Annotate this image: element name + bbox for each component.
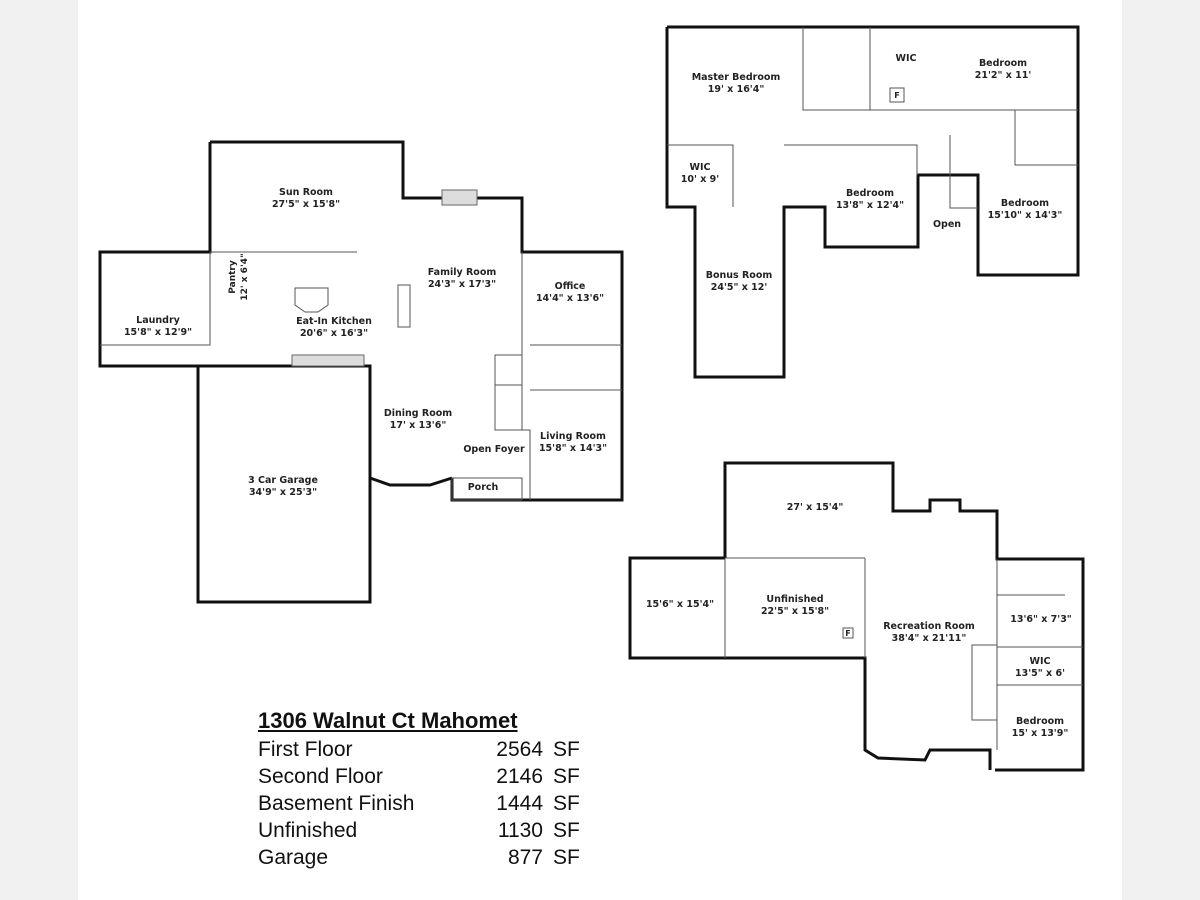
room-name: 3 Car Garage bbox=[248, 475, 318, 486]
summary-value: 877 bbox=[507, 846, 543, 869]
furnace-label: F bbox=[894, 91, 900, 100]
room-foyer: Open Foyer bbox=[463, 444, 524, 456]
summary-row: Garage 877 SF bbox=[258, 844, 580, 871]
summary-unit: SF bbox=[553, 846, 580, 869]
second-floor-walls bbox=[665, 25, 1080, 379]
summary-unit: SF bbox=[553, 792, 580, 815]
room-name: Bonus Room bbox=[705, 270, 773, 281]
room-name: Pantry bbox=[228, 260, 238, 294]
room-dim: 13'5" x 6' bbox=[1015, 668, 1065, 679]
room-name: Master Bedroom bbox=[691, 72, 781, 83]
room-name: Porch bbox=[467, 482, 499, 493]
furnace-label-basement: F bbox=[845, 629, 851, 638]
room-name: Bedroom bbox=[1000, 198, 1050, 209]
summary-value: 1444 bbox=[496, 792, 543, 815]
room-bath: 13'6" x 7'3" bbox=[1010, 614, 1072, 626]
property-title: 1306 Walnut Ct Mahomet bbox=[258, 708, 518, 733]
room-dim: 22'5" x 15'8" bbox=[760, 606, 830, 617]
summary-name: Unfinished bbox=[258, 819, 358, 842]
summary-value: 1130 bbox=[497, 819, 543, 842]
room-name: Bedroom bbox=[978, 58, 1028, 69]
room-name: WIC bbox=[1029, 656, 1051, 667]
room-dim: 15'10" x 14'3" bbox=[987, 210, 1063, 221]
room-dim: 15'8" x 14'3" bbox=[538, 443, 608, 454]
room-dim: 10' x 9' bbox=[680, 174, 720, 185]
room-dim: 13'6" x 7'3" bbox=[1010, 614, 1072, 625]
room-storage-2: 15'6" x 15'4" bbox=[646, 599, 714, 611]
room-dim: 24'5" x 12' bbox=[710, 282, 768, 293]
room-name: Sun Room bbox=[279, 187, 333, 198]
room-name: WIC bbox=[895, 53, 917, 64]
room-name: Eat-In Kitchen bbox=[296, 316, 372, 327]
room-dim: 20'6" x 16'3" bbox=[299, 328, 369, 339]
room-dim: 13'8" x 12'4" bbox=[835, 200, 905, 211]
room-dim: 12' x 6'4" bbox=[240, 253, 250, 301]
summary-name: Second Floor bbox=[258, 765, 383, 788]
first-floor-walls bbox=[98, 140, 624, 604]
room-name: WIC bbox=[689, 162, 711, 173]
room-name: Office bbox=[554, 281, 586, 292]
basement-walls bbox=[628, 461, 1085, 772]
summary-row: Unfinished 1130 SF bbox=[258, 817, 580, 844]
room-dim: 27' x 15'4" bbox=[786, 502, 844, 513]
room-wic: WIC bbox=[896, 53, 917, 65]
room-dim: 27'5" x 15'8" bbox=[271, 199, 341, 210]
room-dim: 24'3" x 17'3" bbox=[427, 279, 497, 290]
summary-unit: SF bbox=[553, 819, 580, 842]
room-name: Laundry bbox=[136, 315, 180, 326]
summary-unit: SF bbox=[553, 765, 580, 788]
room-name: Family Room bbox=[427, 267, 497, 278]
room-storage: 27' x 15'4" bbox=[787, 502, 844, 514]
summary-row: Second Floor 2146 SF bbox=[258, 763, 580, 790]
room-name: Recreation Room bbox=[883, 621, 975, 632]
room-dim: 14'4" x 13'6" bbox=[535, 293, 605, 304]
room-dim: 19' x 16'4" bbox=[707, 84, 765, 95]
room-name: Dining Room bbox=[383, 408, 453, 419]
summary-value: 2564 bbox=[496, 738, 543, 761]
room-dim: 34'9" x 25'3" bbox=[248, 487, 318, 498]
room-name: Bedroom bbox=[1015, 716, 1065, 727]
room-name: Open Foyer bbox=[463, 444, 525, 455]
room-dim: 17' x 13'6" bbox=[389, 420, 447, 431]
room-dim: 38'4" x 21'11" bbox=[891, 633, 967, 644]
summary-row: First Floor 2564 SF bbox=[258, 736, 580, 763]
room-name: Living Room bbox=[540, 431, 606, 442]
summary-row: Basement Finish 1444 SF bbox=[258, 790, 580, 817]
room-dim: 21'2" x 11' bbox=[974, 70, 1032, 81]
room-dim: 15'8" x 12'9" bbox=[123, 327, 193, 338]
summary-unit: SF bbox=[553, 738, 580, 761]
room-name: Unfinished bbox=[766, 594, 824, 605]
room-name: Open bbox=[932, 219, 962, 230]
summary-name: Garage bbox=[258, 846, 329, 869]
room-dim: 15' x 13'9" bbox=[1011, 728, 1069, 739]
room-name: Bedroom bbox=[845, 188, 895, 199]
summary-name: Basement Finish bbox=[258, 792, 415, 815]
summary-name: First Floor bbox=[258, 738, 353, 761]
room-porch: Porch bbox=[468, 482, 499, 494]
room-dim: 15'6" x 15'4" bbox=[645, 599, 715, 610]
room-open: Open bbox=[933, 219, 961, 231]
summary-value: 2146 bbox=[496, 765, 543, 788]
